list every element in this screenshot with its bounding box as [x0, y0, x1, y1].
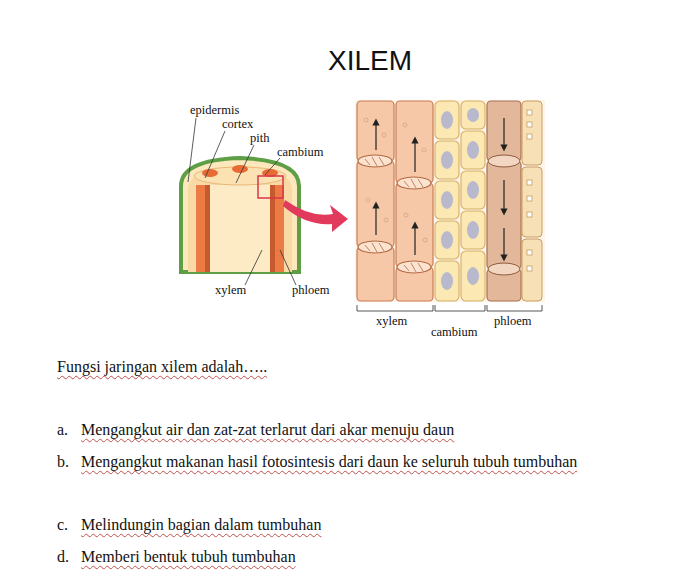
page-title: XILEM — [328, 44, 412, 78]
option-text: Memberi bentuk tubuh tumbuhan — [81, 541, 296, 573]
tissue-illustration — [355, 100, 545, 311]
part-label: cambium — [277, 146, 324, 160]
option-letter: c. — [57, 509, 68, 541]
part-label: phloem — [494, 315, 532, 329]
part-label: xylem — [376, 315, 407, 329]
part-label: epidermis — [190, 104, 239, 118]
option-letter: b. — [57, 446, 69, 478]
option-letter: d. — [57, 541, 69, 573]
part-label: phloem — [292, 284, 330, 298]
option-letter: a. — [57, 414, 68, 446]
option-text: Melindungin bagian dalam tumbuhan — [81, 509, 321, 541]
part-label: pith — [250, 132, 269, 146]
question-text: Fungsi jaringan xilem adalah….. — [57, 351, 267, 383]
stem-illustration — [181, 118, 348, 285]
option-text: Mengangkut makanan hasil fotosintesis da… — [81, 446, 586, 478]
part-label: cortex — [222, 118, 253, 132]
option-text: Mengangkut air dan zat-zat terlarut dari… — [81, 414, 454, 446]
part-label: xylem — [215, 284, 246, 298]
part-label: cambium — [431, 326, 478, 340]
